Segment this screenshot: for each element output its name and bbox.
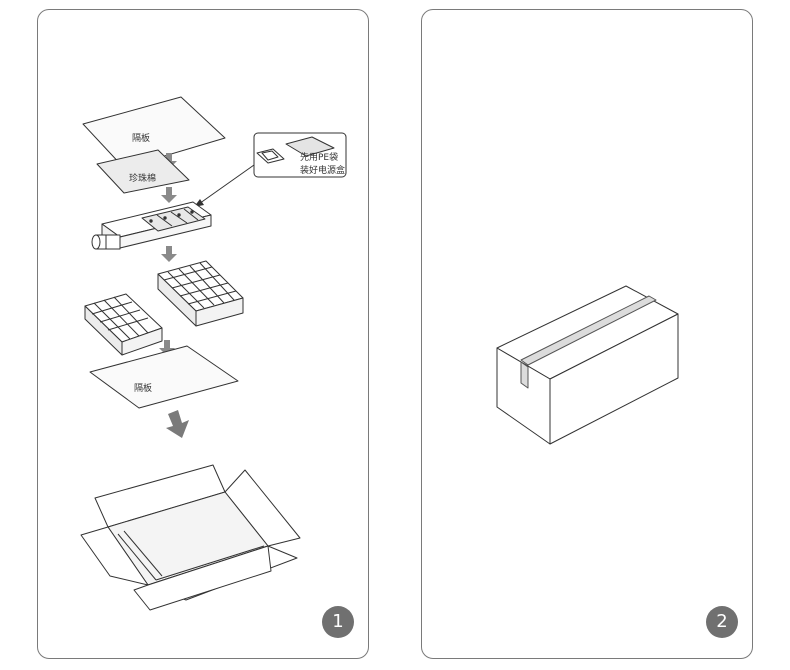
packing-tape-front [520, 361, 529, 389]
step-2-panel: 2 [421, 9, 753, 659]
bottom-divider-sheet [89, 345, 239, 409]
step-1-assembly-diagram: 隔板 珍珠棉 先用PE袋 装好电源盒 [80, 96, 347, 611]
bottom-divider-label: 隔板 [134, 382, 152, 394]
step-number-badge: 2 [706, 606, 738, 638]
packing-tape [520, 295, 657, 366]
callout-text-line-2: 装好电源盒 [300, 164, 345, 176]
step-2-sealed-box-diagram [496, 285, 679, 445]
step-number-badge: 1 [322, 606, 354, 638]
pearl-cotton-label: 珍珠棉 [129, 172, 156, 184]
foam-insert-left [84, 293, 163, 356]
callout-pointer-line [195, 164, 255, 207]
open-carton-box [80, 464, 301, 611]
big-down-arrow-icon [166, 410, 189, 438]
top-divider-sheet [82, 96, 226, 169]
sealed-carton-box [496, 285, 679, 445]
step-1-panel: 隔板 珍珠棉 先用PE袋 装好电源盒 [37, 9, 369, 659]
down-arrow-icon [161, 246, 177, 262]
top-divider-label: 隔板 [132, 132, 150, 144]
callout-text-line-1: 先用PE袋 [300, 151, 338, 163]
foam-insert-right [157, 260, 244, 327]
pearl-cotton-sheet [96, 149, 190, 194]
street-light-fixture [91, 201, 212, 250]
pe-bag-icon [285, 136, 335, 157]
down-arrow-icon [161, 187, 177, 203]
